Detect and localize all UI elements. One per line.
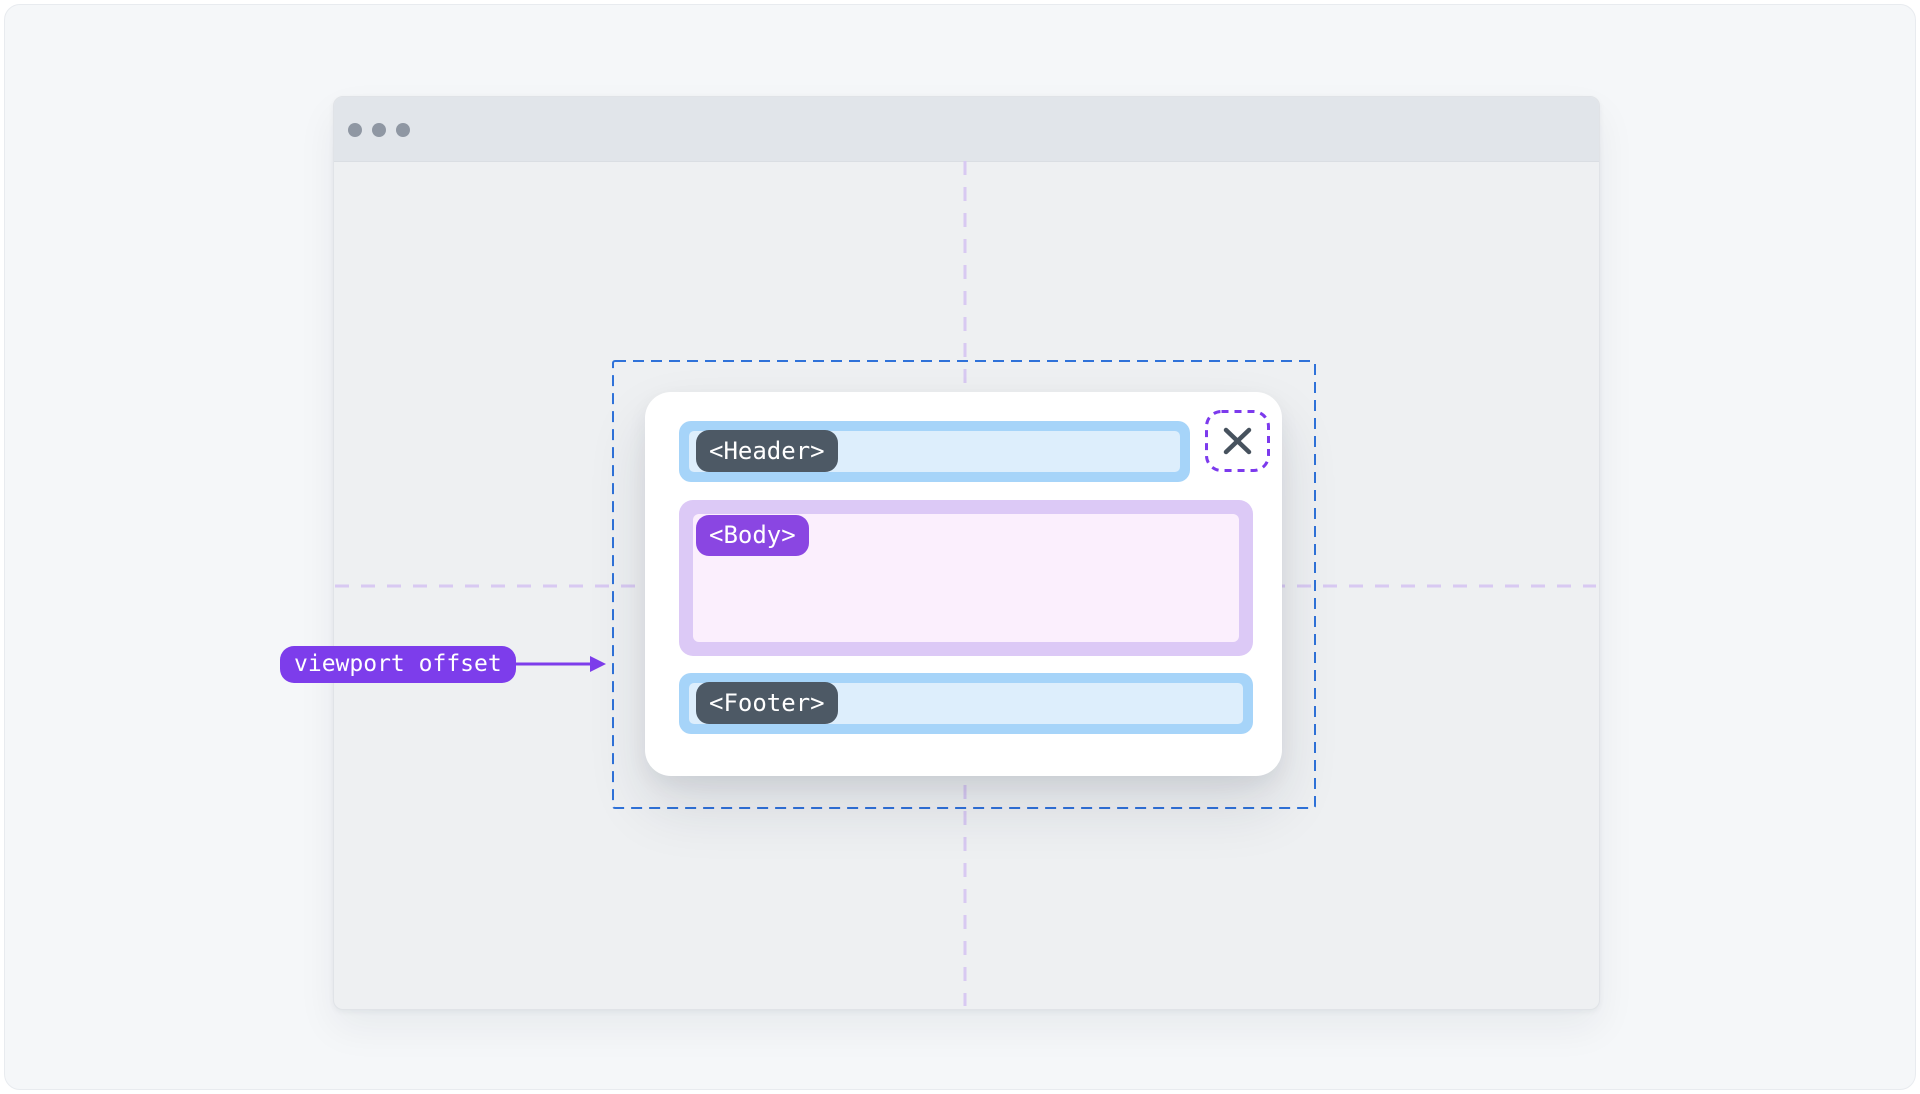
footer-tag-pill: <Footer>	[696, 682, 838, 724]
close-button[interactable]	[1205, 410, 1270, 472]
header-tag-pill: <Header>	[696, 430, 838, 472]
close-icon	[1205, 410, 1270, 472]
browser-titlebar	[334, 97, 1599, 162]
window-control-dot	[348, 123, 362, 137]
dialog-footer-section: <Footer>	[679, 673, 1253, 734]
browser-window	[333, 96, 1600, 1010]
window-control-dot	[372, 123, 386, 137]
window-control-dot	[396, 123, 410, 137]
x-icon	[1223, 427, 1252, 455]
body-tag-pill: <Body>	[696, 515, 809, 556]
close-button-dashed-border	[1205, 410, 1270, 472]
illustration-panel: <Header> <Body> <Footer>	[4, 4, 1916, 1090]
dialog-header-section: <Header>	[679, 421, 1190, 482]
dialog-body-section: <Body>	[679, 500, 1253, 656]
viewport-offset-label: viewport offset	[280, 646, 516, 683]
dialog: <Header> <Body> <Footer>	[645, 392, 1282, 776]
window-controls	[348, 123, 410, 137]
